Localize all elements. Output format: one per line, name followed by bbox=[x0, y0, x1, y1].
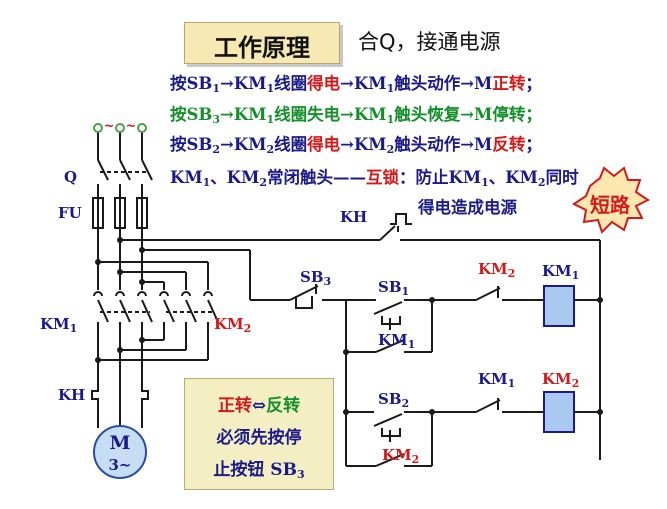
label-km1-coil: KM1 bbox=[542, 262, 580, 282]
svg-text:~: ~ bbox=[104, 119, 115, 134]
rule-text: →KM bbox=[340, 74, 387, 93]
rule-text: 按SB bbox=[170, 135, 213, 154]
label-km2-coil: KM2 bbox=[542, 370, 580, 390]
subscript: 2 bbox=[386, 143, 395, 156]
rule-text: 触头动作→M bbox=[394, 135, 493, 154]
rule-text: 线圈 bbox=[274, 74, 308, 93]
subtitle-text: 合Q，接通电源 bbox=[358, 30, 501, 54]
label-sb3: SB3 bbox=[300, 268, 332, 288]
label-kh-top: KH bbox=[340, 208, 368, 226]
short-circuit-burst bbox=[572, 166, 650, 234]
label-sb2: SB2 bbox=[378, 390, 410, 410]
km1-coil bbox=[543, 285, 575, 327]
rule-text: ； bbox=[525, 135, 542, 154]
rule-text: 反转 bbox=[492, 135, 526, 154]
label-fu: FU bbox=[58, 204, 82, 222]
rule-text: →KM bbox=[220, 74, 267, 93]
rule-text: ； bbox=[525, 105, 542, 124]
label-km2-nc: KM2 bbox=[478, 260, 516, 280]
label-km2-hold: KM2 bbox=[382, 446, 420, 466]
label-q: Q bbox=[64, 168, 78, 186]
burst-text: 短路 bbox=[590, 193, 631, 217]
title-box: 工作原理 bbox=[184, 22, 340, 64]
label-sb1: SB1 bbox=[378, 278, 410, 298]
title-text: 工作原理 bbox=[214, 34, 310, 62]
rule-text: 失电 bbox=[307, 105, 341, 124]
terminal-l3 bbox=[137, 123, 147, 133]
label-kh-left: KH bbox=[58, 386, 86, 404]
rule-text: →KM bbox=[340, 135, 387, 154]
rule-text: 正转 bbox=[492, 74, 526, 93]
rule-text: →KM bbox=[220, 105, 267, 124]
subscript: 2 bbox=[212, 143, 221, 156]
label-km1-hold: KM1 bbox=[378, 331, 416, 351]
svg-text:~: ~ bbox=[126, 119, 137, 134]
note-box: 正转⇔反转 必须先按停 止按钮 SB3 bbox=[184, 378, 334, 490]
motor bbox=[93, 425, 147, 479]
rule-text: 停转 bbox=[492, 105, 526, 124]
rule-text: 按SB bbox=[170, 105, 213, 124]
subscript: 1 bbox=[212, 82, 221, 95]
note-line-1: 正转⇔反转 bbox=[217, 396, 301, 416]
rule-text: 线圈 bbox=[274, 135, 308, 154]
km2-coil bbox=[543, 391, 575, 433]
motor-phase: 3~ bbox=[108, 456, 131, 474]
rule-line-stop: 按SB3→KM1线圈失电→KM1触头恢复→M停转； bbox=[170, 101, 542, 126]
rule-text: 按SB bbox=[170, 74, 213, 93]
rule-text: 线圈 bbox=[274, 105, 308, 124]
rule-text: ； bbox=[525, 74, 542, 93]
rule-text: 触头动作→M bbox=[394, 74, 493, 93]
terminal-l1 bbox=[93, 123, 103, 133]
rule-line-start: 按SB1→KM1线圈得电→KM1触头动作→M正转； bbox=[170, 70, 542, 95]
rule-line-reverse: 按SB2→KM2线圈得电→KM2触头动作→M反转； bbox=[170, 131, 542, 156]
note-line-3: 止按钮 SB3 bbox=[213, 460, 305, 481]
motor-label: M bbox=[109, 432, 130, 454]
subscript: 1 bbox=[386, 113, 395, 126]
note-line-2: 必须先按停 bbox=[216, 428, 302, 448]
subscript: 1 bbox=[386, 82, 395, 95]
terminal-l2 bbox=[115, 123, 125, 133]
label-km1-main: KM1 bbox=[40, 315, 78, 335]
label-km2-main: KM2 bbox=[214, 315, 252, 335]
rule-text: →KM bbox=[340, 105, 387, 124]
label-km1-nc: KM1 bbox=[478, 370, 516, 390]
interlock-line: KM1、KM2常闭触头——互锁：防止KM1、KM2同时 bbox=[170, 168, 579, 189]
rule-text: 得电 bbox=[307, 74, 341, 93]
rule-text: →KM bbox=[220, 135, 267, 154]
rule-text: 触头恢复→M bbox=[394, 105, 493, 124]
short-circuit-line: 得电造成电源 bbox=[418, 198, 517, 217]
rule-text: 得电 bbox=[307, 135, 341, 154]
subscript: 2 bbox=[266, 143, 275, 156]
subscript: 1 bbox=[266, 82, 275, 95]
subscript: 3 bbox=[212, 113, 221, 126]
interlock-keyword: 互锁 bbox=[366, 168, 400, 187]
subscript: 1 bbox=[266, 113, 275, 126]
